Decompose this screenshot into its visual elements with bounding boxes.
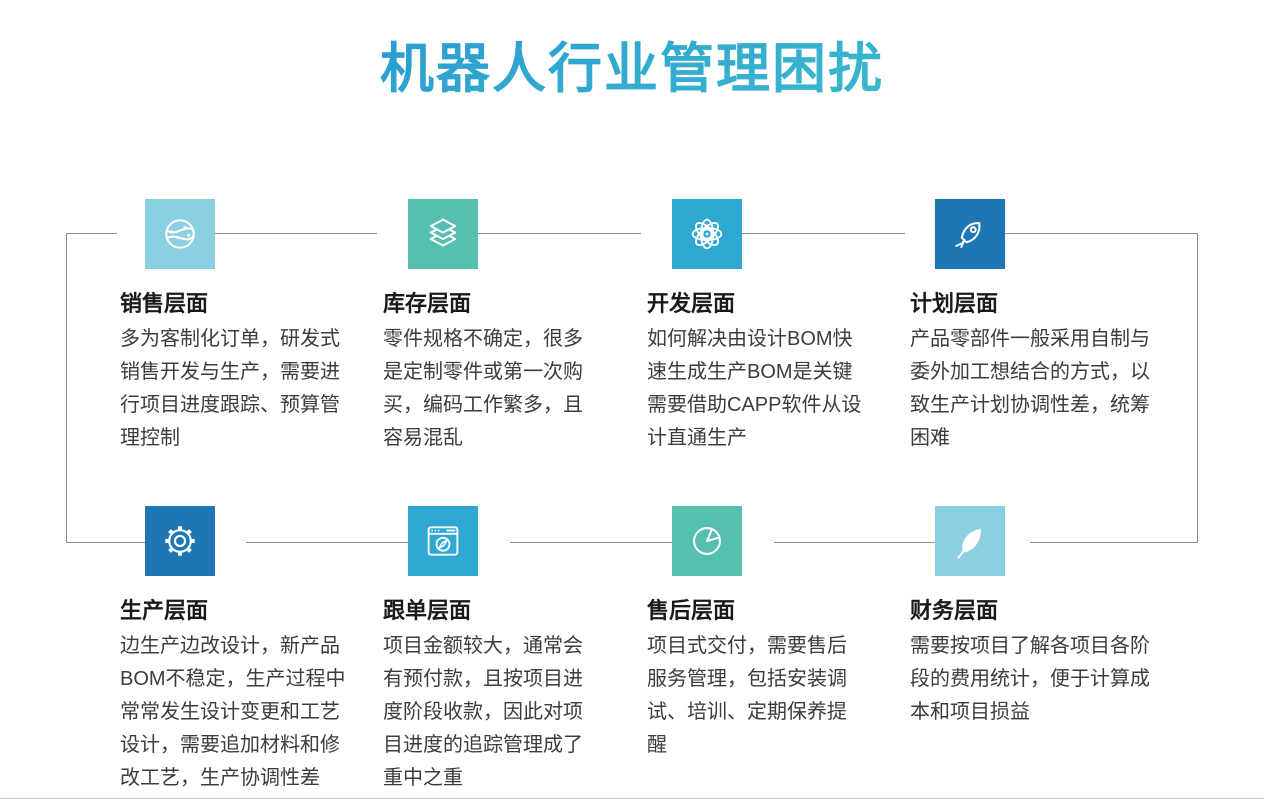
connector-right-vertical (1197, 233, 1198, 543)
sales-icon-tile (145, 199, 215, 269)
section-body: 产品零部件一般采用自制与 委外加工想结合的方式，以 致生产计划协调性差，统筹 困… (910, 328, 1150, 449)
feather-icon (957, 528, 981, 559)
connector-line (478, 233, 641, 234)
pie-chart-icon (693, 527, 721, 555)
planning-icon-tile (935, 199, 1005, 269)
tracking-icon-tile (408, 506, 478, 576)
section-production: 生产层面 边生产边改设计，新产品 BOM不稳定，生产过程中 常常发生设计变更和工… (120, 506, 376, 795)
section-inventory: 库存层面 零件规格不确定，很多 是定制零件或第一次购 买，编码工作繁多，且 容易… (383, 199, 639, 455)
production-icon-tile (145, 506, 215, 576)
connector-line (742, 233, 905, 234)
connector-line (510, 542, 672, 543)
section-heading: 库存层面 (383, 291, 472, 316)
layers-icon (429, 218, 457, 247)
atom-icon (691, 218, 723, 250)
connector-line (1005, 233, 1197, 234)
section-heading: 生产层面 (120, 598, 209, 623)
connector-line (215, 233, 377, 234)
section-body: 项目式交付，需要售后 服务管理，包括安装调 试、培训、定期保养提 醒 (647, 635, 847, 756)
section-planning: 计划层面 产品零部件一般采用自制与 委外加工想结合的方式，以 致生产计划协调性差… (910, 199, 1166, 455)
rocket-icon (955, 222, 981, 248)
finance-icon-tile (935, 506, 1005, 576)
section-heading: 计划层面 (910, 291, 999, 316)
inventory-icon-tile (408, 199, 478, 269)
section-development: 开发层面 如何解决由设计BOM快 速生成生产BOM是关键 需要借助CAPP软件从… (647, 199, 903, 455)
section-heading: 售后层面 (647, 598, 736, 623)
section-heading: 销售层面 (120, 291, 209, 316)
connector-left-vertical (66, 233, 67, 543)
section-body: 需要按项目了解各项目各阶 段的费用统计，便于计算成 本和项目损益 (910, 635, 1150, 723)
section-sales: 销售层面 多为客制化订单，研发式 销售开发与生产，需要进 行项目进度跟踪、预算管… (120, 199, 376, 455)
section-tracking: 跟单层面 项目金额较大，通常会 有预付款，且按项目进 度阶段收款，因此对项 目进… (383, 506, 639, 795)
development-icon-tile (672, 199, 742, 269)
section-body: 多为客制化订单，研发式 销售开发与生产，需要进 行项目进度跟踪、预算管 理控制 (120, 328, 340, 449)
page-title: 机器人行业管理困扰 (0, 38, 1264, 100)
section-body: 边生产边改设计，新产品 BOM不稳定，生产过程中 常常发生设计变更和工艺 设计，… (120, 635, 346, 789)
section-body: 如何解决由设计BOM快 速生成生产BOM是关键 需要借助CAPP软件从设 计直通… (647, 328, 862, 449)
gear-icon (165, 526, 195, 556)
browser-compass-icon (427, 526, 459, 556)
section-heading: 开发层面 (647, 291, 736, 316)
connector-line (1030, 542, 1197, 543)
section-body: 零件规格不确定，很多 是定制零件或第一次购 买，编码工作繁多，且 容易混乱 (383, 328, 583, 449)
connector-line (66, 542, 145, 543)
connector-line (774, 542, 935, 543)
section-after-sales: 售后层面 项目式交付，需要售后 服务管理，包括安装调 试、培训、定期保养提 醒 (647, 506, 903, 762)
globe-network-icon (165, 219, 195, 249)
connector-line (66, 233, 117, 234)
section-heading: 跟单层面 (383, 598, 472, 623)
section-heading: 财务层面 (910, 598, 999, 623)
after-sales-icon-tile (672, 506, 742, 576)
section-finance: 财务层面 需要按项目了解各项目各阶 段的费用统计，便于计算成 本和项目损益 (910, 506, 1166, 729)
connector-line (246, 542, 408, 543)
section-body: 项目金额较大，通常会 有预付款，且按项目进 度阶段收款，因此对项 目进度的追踪管… (383, 635, 583, 789)
